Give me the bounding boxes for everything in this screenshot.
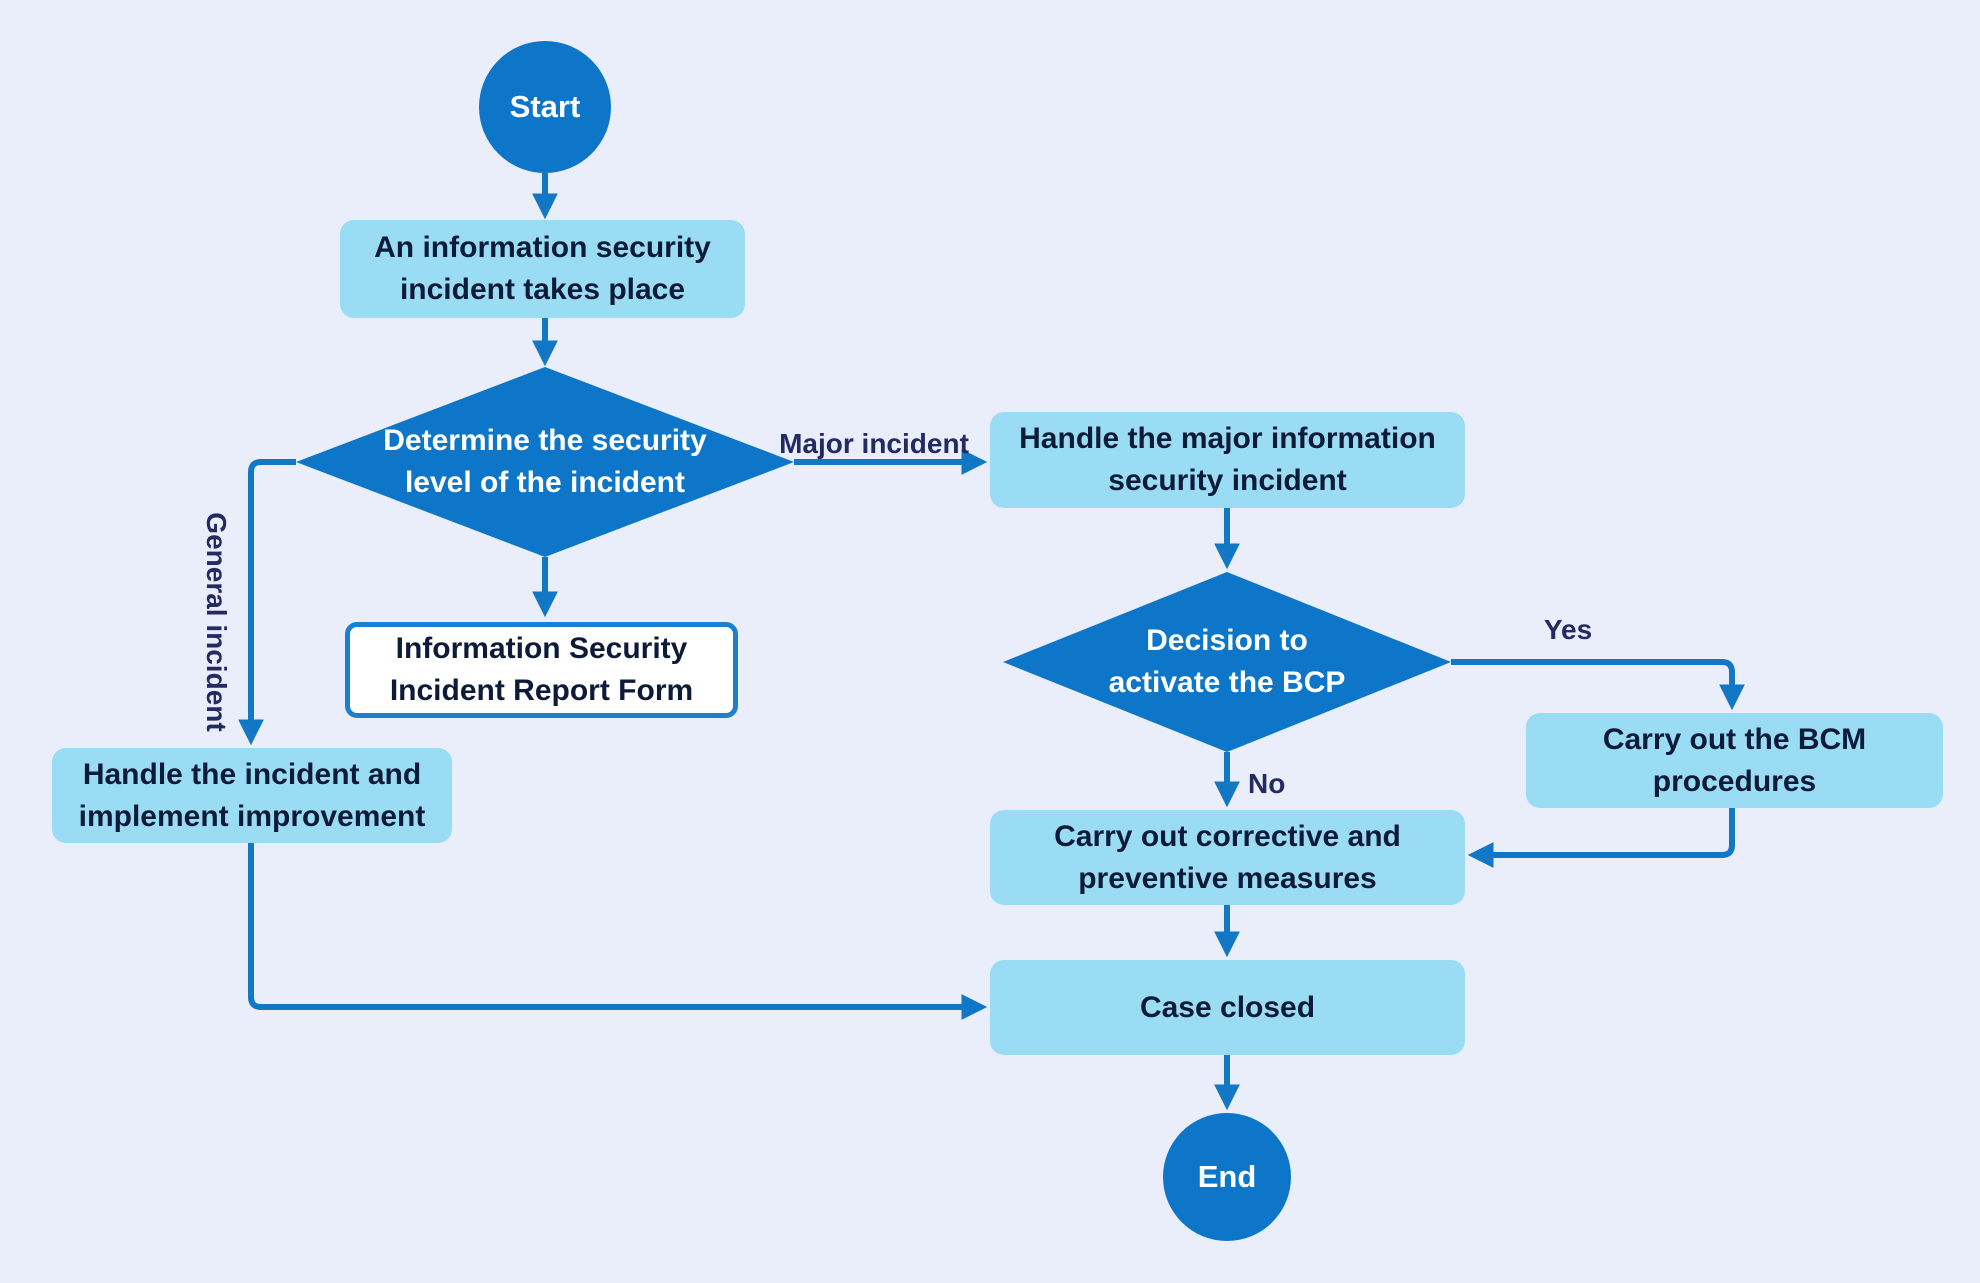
corrective-measures-node: Carry out corrective and preventive meas… (990, 810, 1465, 905)
arrow-bcm-to-corrective (1467, 808, 1735, 868)
handle-major-incident-node: Handle the major information security in… (990, 412, 1465, 508)
edge-label-major-incident: Major incident (779, 428, 969, 459)
start-node: Start (479, 41, 611, 173)
bcm-procedures-node: Carry out the BCM procedures (1526, 713, 1943, 808)
handle-general-incident-node: Handle the incident and implement improv… (52, 748, 452, 843)
arrow-general-to-case (248, 843, 988, 1020)
edge-label-general-incident: General incident (201, 512, 232, 732)
edge-label-no: No (1248, 768, 1286, 799)
incident-occurs-node: An information security incident takes p… (340, 220, 745, 318)
end-node: End (1163, 1113, 1291, 1241)
incident-report-form-node: Information Security Incident Report For… (345, 622, 738, 718)
arrow-decision-yes (1451, 659, 1745, 711)
arrow-general-incident (238, 459, 296, 746)
case-closed-node: Case closed (990, 960, 1465, 1055)
determine-level-decision: Determine the security level of the inci… (296, 367, 794, 557)
edge-label-yes: Yes (1543, 614, 1593, 645)
activate-bcp-decision: Decision to activate the BCP (1003, 572, 1451, 752)
